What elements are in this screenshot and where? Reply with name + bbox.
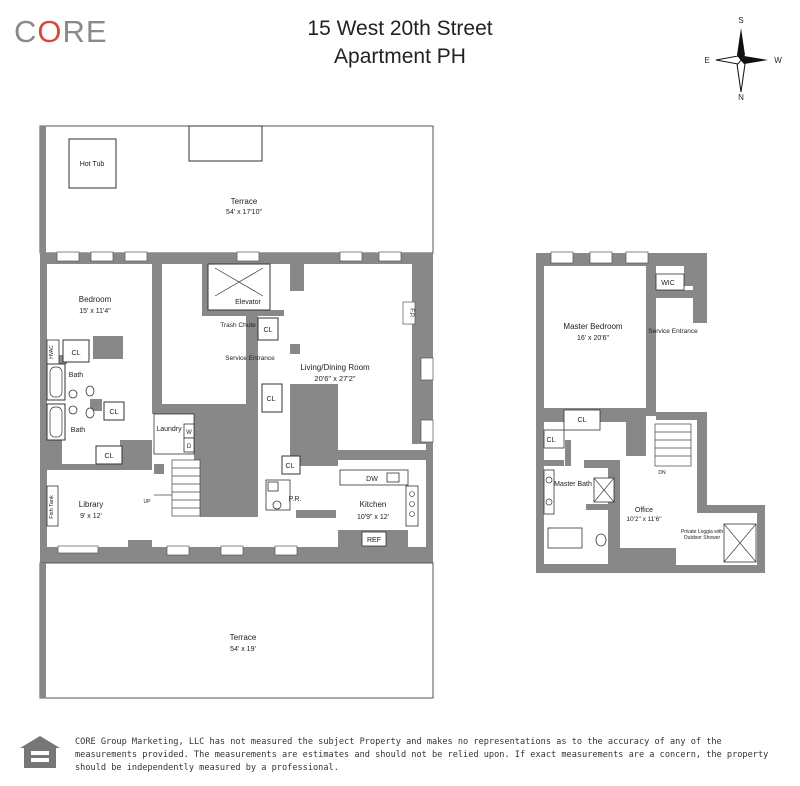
hvac-label: HVAC bbox=[49, 345, 55, 359]
master-bedroom-size: 16' x 20'6" bbox=[577, 335, 610, 342]
pr-toilet bbox=[272, 500, 282, 510]
upper-windows bbox=[550, 251, 649, 264]
bedroom-size: 15' x 11'4" bbox=[79, 308, 111, 315]
ref-label: REF bbox=[367, 537, 381, 544]
equal-housing-opportunity-icon bbox=[20, 736, 60, 768]
dishwasher-label: DW bbox=[366, 476, 378, 483]
living-name: Living/Dining Room bbox=[300, 363, 370, 372]
office-name: Office bbox=[635, 507, 653, 514]
bath-label-2: Bath bbox=[71, 427, 86, 434]
sink-1 bbox=[68, 389, 78, 399]
compass-rose-icon: S N E W bbox=[704, 16, 782, 102]
compass-n: N bbox=[738, 93, 744, 102]
closet-bath bbox=[103, 401, 125, 421]
elevator-shaft bbox=[207, 263, 271, 311]
closet-label-bedroom: CL bbox=[72, 350, 81, 357]
wic-label: WIC bbox=[661, 280, 675, 287]
closet-label-pr: CL bbox=[286, 463, 295, 470]
dryer bbox=[183, 437, 195, 453]
closet-label-bath: CL bbox=[110, 409, 119, 416]
closet-label-master-2: CL bbox=[547, 437, 556, 444]
stairs-up-label: UP bbox=[144, 499, 152, 505]
toilet-2 bbox=[85, 407, 95, 419]
disclaimer-text: CORE Group Marketing, LLC has not measur… bbox=[75, 737, 769, 773]
property-address: 15 West 20th Street bbox=[307, 17, 493, 40]
master-tub bbox=[547, 527, 583, 549]
core-logo: CORE bbox=[14, 14, 108, 50]
logo-text: CORE bbox=[14, 14, 108, 49]
terrace-bottom-size: 54' x 19' bbox=[230, 646, 256, 653]
range bbox=[405, 485, 419, 527]
kitchen-name: Kitchen bbox=[360, 500, 387, 509]
upper-stairs bbox=[654, 423, 692, 467]
loggia-label: Private Loggia with Outdoor Shower bbox=[680, 529, 724, 541]
closet-library bbox=[95, 445, 123, 465]
master-vanity bbox=[543, 469, 555, 515]
office-size: 10'2" x 11'6" bbox=[626, 516, 662, 523]
toilet-1 bbox=[85, 385, 95, 397]
closet-hall bbox=[261, 383, 283, 413]
fish-tank-label: Fish Tank bbox=[49, 495, 55, 519]
fish-tank bbox=[46, 485, 59, 527]
dryer-label: D bbox=[187, 444, 192, 450]
bath-label-1: Bath bbox=[69, 372, 84, 379]
compass-w: W bbox=[774, 56, 782, 65]
library-size: 9' x 12' bbox=[80, 513, 102, 520]
kitchen-sink bbox=[386, 472, 400, 483]
compass-e: E bbox=[704, 56, 709, 65]
floor-plan: S N E W Hot Tub Terrace 54' x 17'10" bbox=[39, 16, 782, 699]
terrace-bottom-name: Terrace bbox=[230, 633, 257, 642]
closet-label-trash: CL bbox=[264, 327, 273, 334]
lower-level-walls bbox=[40, 253, 433, 563]
kitchen-size: 10'9" x 12' bbox=[357, 514, 389, 521]
closet-pr bbox=[281, 455, 301, 475]
pr-sink bbox=[267, 481, 279, 492]
hot-tub bbox=[68, 138, 117, 189]
bathtub-1 bbox=[46, 363, 66, 401]
walk-in-closet bbox=[655, 273, 685, 291]
fireplace-label: F.P. bbox=[408, 308, 414, 318]
terrace-bottom-wall bbox=[40, 563, 46, 698]
lower-windows bbox=[56, 251, 434, 556]
bedroom-name: Bedroom bbox=[79, 295, 112, 304]
closet-trash bbox=[257, 317, 279, 341]
trash-chute-label: Trash Chute bbox=[220, 322, 256, 329]
closet-label-library: CL bbox=[105, 453, 114, 460]
lower-stairs bbox=[154, 459, 201, 517]
master-toilet bbox=[595, 533, 607, 547]
closet-master bbox=[563, 409, 601, 431]
skylight bbox=[188, 125, 263, 162]
column bbox=[154, 464, 164, 474]
laundry-label: Laundry bbox=[156, 426, 182, 433]
closet-bedroom bbox=[62, 339, 90, 363]
bathtub-2 bbox=[46, 403, 66, 441]
terrace-bottom-outline bbox=[39, 562, 434, 699]
stairs-down-label: DN bbox=[658, 470, 666, 476]
master-bath-label: Master Bath bbox=[554, 481, 592, 488]
pr-label: P.R. bbox=[289, 496, 302, 503]
sink-2 bbox=[68, 405, 78, 415]
closet-label-master: CL bbox=[578, 417, 587, 424]
closet-master-2 bbox=[543, 429, 565, 449]
compass-s: S bbox=[738, 16, 743, 25]
washer-label: W bbox=[186, 430, 192, 436]
refrigerator bbox=[361, 531, 387, 547]
hot-tub-label: Hot Tub bbox=[80, 161, 105, 168]
master-bedroom-name: Master Bedroom bbox=[563, 322, 622, 331]
terrace-top-name: Terrace bbox=[231, 197, 258, 206]
library-name: Library bbox=[79, 500, 103, 509]
upper-level-walls bbox=[536, 253, 765, 573]
living-size: 20'6" x 27'2" bbox=[314, 374, 355, 383]
upper-service-entrance: Service Entrance bbox=[648, 328, 698, 335]
service-entrance-label: Service Entrance bbox=[225, 355, 275, 362]
terrace-top-wall bbox=[40, 126, 46, 253]
unit-name: Apartment PH bbox=[334, 45, 466, 68]
closet-label-hall: CL bbox=[267, 396, 276, 403]
elevator-label: Elevator bbox=[235, 299, 261, 306]
terrace-top-size: 54' x 17'10" bbox=[226, 209, 262, 216]
